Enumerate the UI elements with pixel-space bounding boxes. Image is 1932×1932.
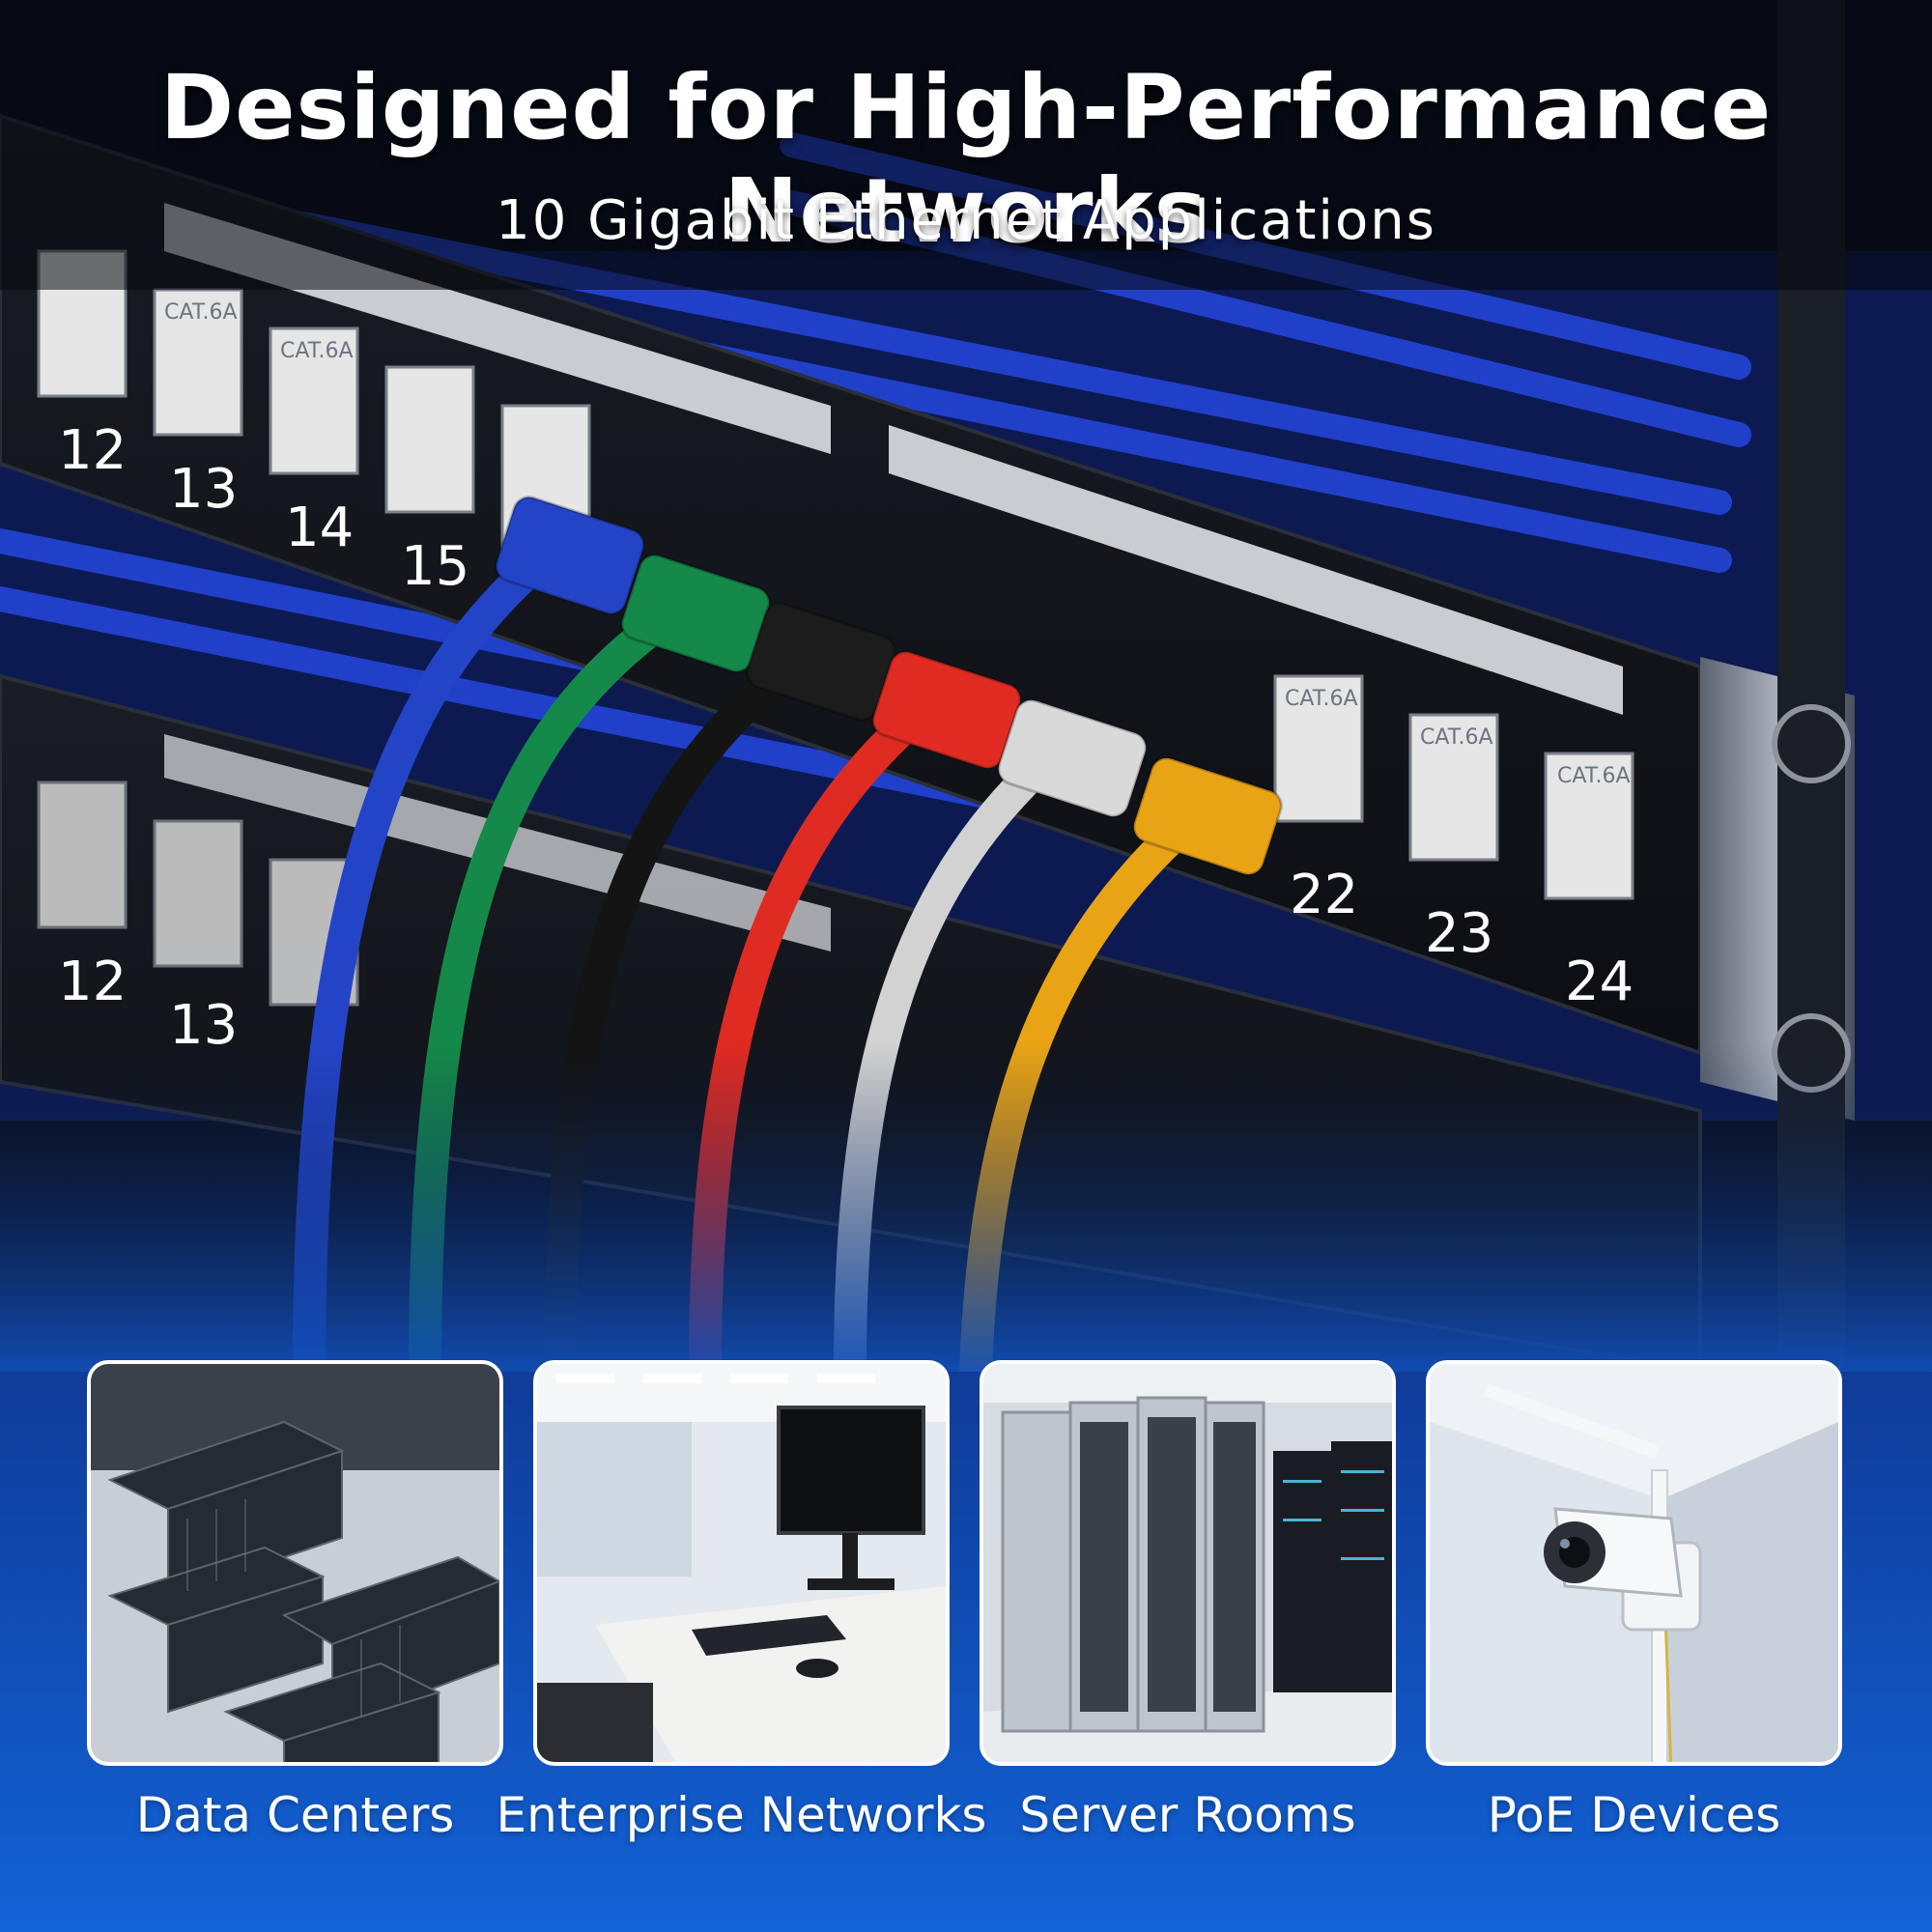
application-card-enterprise-networks: Enterprise Networks	[497, 1360, 986, 1843]
page-subtitle: 10 Gigabit Ethernet Applications	[496, 189, 1436, 252]
application-label: Server Rooms	[1019, 1787, 1356, 1843]
application-label: PoE Devices	[1487, 1787, 1781, 1843]
port-number: 23	[1425, 902, 1493, 965]
office-icon	[537, 1364, 946, 1762]
server-room-icon	[983, 1364, 1392, 1762]
jack-label: CAT.6A	[1285, 687, 1358, 711]
data-center-image	[87, 1360, 503, 1766]
port-number: 12	[58, 951, 127, 1013]
port-number: 24	[1565, 951, 1634, 1013]
jack-label: CAT.6A	[1420, 725, 1493, 750]
jack-label: CAT.6A	[1557, 764, 1631, 788]
jack-label: CAT.6A	[280, 339, 354, 363]
application-card-poe-devices: PoE Devices	[1426, 1360, 1842, 1843]
office-image	[533, 1360, 950, 1766]
port-number: 14	[285, 497, 354, 559]
application-card-data-centers: Data Centers	[87, 1360, 503, 1843]
port-number: 13	[169, 458, 238, 521]
application-label: Enterprise Networks	[496, 1787, 987, 1843]
cable-boots	[495, 496, 1283, 876]
jack-label: CAT.6A	[164, 300, 238, 325]
port-number: 12	[58, 419, 127, 482]
server-room-image	[980, 1360, 1396, 1766]
port-number: 15	[401, 535, 469, 598]
application-label: Data Centers	[135, 1787, 455, 1843]
page-title: Designed for High-Performance Networks	[159, 56, 1773, 263]
jack-labels: CAT.6A CAT.6A CAT.6A CAT.6A CAT.6A	[164, 300, 1631, 788]
application-cards: Data Centers Enterprise Networ	[87, 1360, 1843, 1843]
security-camera-icon	[1430, 1364, 1838, 1762]
port-number: 22	[1290, 864, 1358, 926]
data-center-icon	[91, 1364, 499, 1762]
application-card-server-rooms: Server Rooms	[980, 1360, 1396, 1843]
patch-panel-illustration: CAT.6A CAT.6A CAT.6A CAT.6A CAT.6A 12 13…	[0, 0, 1932, 1372]
security-camera-image	[1426, 1360, 1842, 1766]
